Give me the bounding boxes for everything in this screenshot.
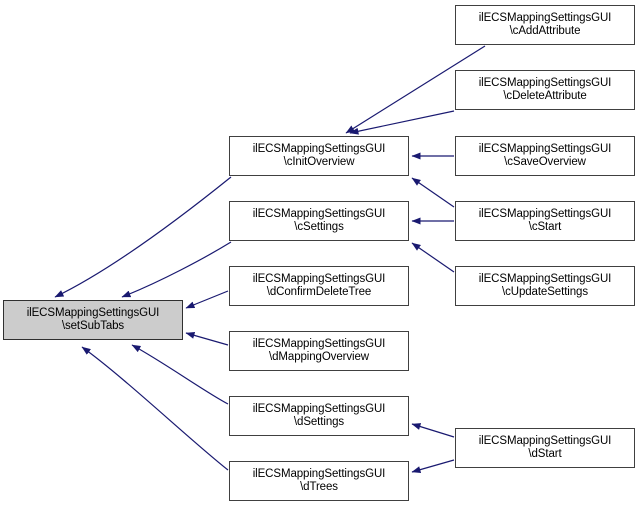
graph-node-dMappingOverview[interactable]: ilECSMappingSettingsGUI\dMappingOverview (229, 331, 409, 371)
node-label-line2: \cSaveOverview (504, 156, 586, 168)
graph-edge-dTrees-to-setSubTabs (81, 346, 229, 471)
graph-node-cSaveOverview[interactable]: ilECSMappingSettingsGUI\cSaveOverview (455, 136, 635, 176)
graph-node-dSettings[interactable]: ilECSMappingSettingsGUI\dSettings (229, 396, 409, 436)
node-label-line1: ilECSMappingSettingsGUI (478, 272, 612, 285)
graph-node-dConfirmDeleteTree[interactable]: ilECSMappingSettingsGUI\dConfirmDeleteTr… (229, 266, 409, 306)
node-label-line2: \dStart (528, 448, 562, 460)
graph-node-dStart[interactable]: ilECSMappingSettingsGUI\dStart (455, 428, 635, 468)
graph-node-cSettings[interactable]: ilECSMappingSettingsGUI\cSettings (229, 201, 409, 241)
node-label-line1: ilECSMappingSettingsGUI (478, 11, 612, 24)
node-label-line2: \dConfirmDeleteTree (266, 286, 372, 298)
node-label-line2: \cInitOverview (283, 156, 355, 168)
graph-edge-cInitOverview-to-setSubTabs (54, 176, 232, 298)
graph-node-cUpdateSettings[interactable]: ilECSMappingSettingsGUI\cUpdateSettings (455, 266, 635, 306)
graph-edge-dStart-to-dTrees (411, 459, 455, 474)
graph-edge-dMappingOverview-to-setSubTabs (185, 331, 229, 346)
graph-node-cDeleteAttribute[interactable]: ilECSMappingSettingsGUI\cDeleteAttribute (455, 70, 635, 110)
node-label-line2: \dTrees (300, 481, 338, 493)
node-label-line2: \cUpdateSettings (502, 286, 588, 298)
graph-edge-cDeleteAttribute-to-cInitOverview (349, 110, 455, 135)
graph-edge-cStart-to-cInitOverview (411, 177, 455, 208)
node-label-line1: ilECSMappingSettingsGUI (252, 467, 386, 480)
graph-edge-cUpdateSettings-to-cSettings (411, 242, 455, 273)
node-label-line2: \dSettings (293, 416, 345, 428)
node-label-line2: \cAddAttribute (509, 25, 581, 37)
graph-edge-dConfirmDeleteTree-to-setSubTabs (185, 290, 229, 309)
graph-node-setSubTabs[interactable]: ilECSMappingSettingsGUI\setSubTabs (3, 300, 183, 340)
node-label-line2: \cDeleteAttribute (503, 90, 587, 102)
node-label-line1: ilECSMappingSettingsGUI (252, 402, 386, 415)
node-label-line1: ilECSMappingSettingsGUI (252, 337, 386, 350)
node-label-line1: ilECSMappingSettingsGUI (252, 272, 386, 285)
node-label-line1: ilECSMappingSettingsGUI (26, 306, 160, 319)
graph-node-cInitOverview[interactable]: ilECSMappingSettingsGUI\cInitOverview (229, 136, 409, 176)
node-label-line1: ilECSMappingSettingsGUI (478, 207, 612, 220)
node-label-line2: \setSubTabs (61, 320, 125, 332)
node-label-line1: ilECSMappingSettingsGUI (478, 142, 612, 155)
node-label-line1: ilECSMappingSettingsGUI (478, 76, 612, 89)
node-label-line2: \cSettings (294, 221, 344, 233)
node-label-line1: ilECSMappingSettingsGUI (252, 142, 386, 155)
graph-node-cAddAttribute[interactable]: ilECSMappingSettingsGUI\cAddAttribute (455, 5, 635, 45)
node-label-line2: \cStart (528, 221, 562, 233)
graph-edge-cSettings-to-setSubTabs (121, 241, 232, 298)
node-label-line1: ilECSMappingSettingsGUI (252, 207, 386, 220)
node-label-line1: ilECSMappingSettingsGUI (478, 434, 612, 447)
graph-node-dTrees[interactable]: ilECSMappingSettingsGUI\dTrees (229, 461, 409, 501)
graph-edge-dSettings-to-setSubTabs (131, 344, 229, 405)
graph-node-cStart[interactable]: ilECSMappingSettingsGUI\cStart (455, 201, 635, 241)
node-label-line2: \dMappingOverview (269, 351, 369, 363)
graph-edge-dStart-to-dSettings (411, 423, 455, 438)
